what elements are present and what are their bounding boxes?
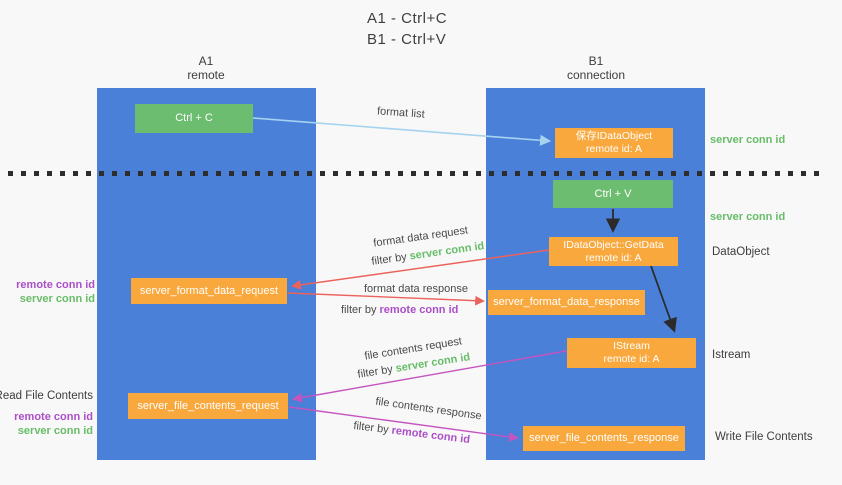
right-label-write-file-contents: Write File Contents [715, 431, 813, 443]
arrow-file-contents-request [292, 350, 567, 403]
left-server-conn-id-lower: server conn id [17, 425, 93, 437]
node-ctrl-v-label: Ctrl + V [594, 187, 632, 200]
node-save-idataobject-line1: 保存IDataObject [575, 130, 653, 142]
node-server-format-data-request: server_format_data_request [131, 278, 287, 304]
node-server-format-data-response: server_format_data_response [488, 290, 645, 315]
node-idataobject-getdata-line2: remote id: A [585, 251, 642, 264]
node-idataobject-getdata-line1: IDataObject::GetData [563, 238, 664, 251]
column-header-b1: B1 connection [546, 54, 646, 82]
right-label-server-conn-id-mid: server conn id [710, 211, 786, 223]
column-header-a1: A1 remote [156, 54, 256, 82]
node-istream-line1: IStream [613, 340, 650, 352]
filter-by-text: filter by [341, 304, 380, 316]
node-ctrl-v: Ctrl + V [553, 180, 673, 208]
left-label-read-file-contents: Read File Contents [0, 390, 93, 402]
node-server-file-contents-request-label: server_file_contents_request [137, 399, 279, 412]
left-remote-conn-id-lower: remote conn id [14, 411, 93, 423]
node-server-format-data-request-label: server_format_data_request [139, 284, 279, 297]
arrow-format-data-request [291, 249, 550, 290]
column-b1-subtitle: connection [566, 68, 626, 82]
arrow-file-contents-response [288, 406, 519, 442]
node-server-file-contents-response-label: server_file_contents_response [529, 432, 679, 444]
node-ctrl-c: Ctrl + C [135, 104, 253, 133]
diagram-title: A1 - Ctrl+C B1 - Ctrl+V [367, 8, 447, 50]
arrow-format-list [252, 117, 552, 146]
arrow-format-data-response [287, 292, 485, 306]
section-separator-dotted-line [8, 171, 823, 176]
node-save-idataobject: 保存IDataObject remote id: A [555, 128, 673, 158]
node-server-format-data-response-label: server_format_data_response [493, 296, 640, 308]
left-conn-id-block-upper: remote conn id server conn id [16, 278, 95, 306]
node-istream: IStream remote id: A [567, 338, 696, 368]
left-conn-id-block-lower: remote conn id server conn id [14, 410, 93, 438]
node-ctrl-c-label: Ctrl + C [175, 112, 213, 124]
node-idataobject-getdata: IDataObject::GetData remote id: A [549, 237, 678, 266]
node-server-file-contents-response: server_file_contents_response [523, 426, 685, 451]
node-istream-line2: remote id: A [603, 353, 660, 365]
remote-conn-id-key: remote conn id [379, 304, 459, 316]
column-a1-name: A1 [198, 54, 214, 68]
right-label-dataobject: DataObject [712, 246, 770, 258]
node-save-idataobject-line2: remote id: A [585, 143, 643, 155]
left-server-conn-id-upper: server conn id [19, 293, 95, 305]
left-remote-conn-id-upper: remote conn id [16, 279, 95, 291]
column-b1-name: B1 [588, 54, 604, 68]
right-label-istream: Istream [712, 349, 751, 361]
arrow-getdata-to-istream [650, 265, 677, 333]
right-label-server-conn-id-top: server conn id [710, 134, 786, 146]
title-line-1: A1 - Ctrl+C [367, 10, 448, 27]
node-server-file-contents-request: server_file_contents_request [128, 393, 288, 419]
label-format-data-response: format data response [364, 283, 468, 295]
column-a1-subtitle: remote [187, 68, 225, 82]
title-line-2: B1 - Ctrl+V [367, 31, 447, 48]
label-format-data-response-filter: filter by remote conn id [341, 304, 458, 316]
